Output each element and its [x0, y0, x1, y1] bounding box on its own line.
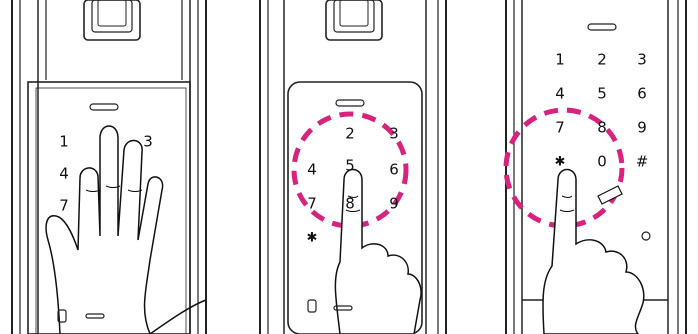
key-7: 7 — [555, 121, 565, 136]
key-6: 6 — [637, 87, 647, 102]
key-7: 7 — [59, 199, 69, 214]
step-1-panel: 1 3 4 7 — [0, 0, 230, 334]
key-hash: # — [636, 155, 649, 170]
step-1-drawing — [0, 0, 230, 334]
battery-icon — [308, 300, 316, 312]
key-6: 6 — [389, 163, 399, 178]
key-8: 8 — [597, 121, 607, 136]
key-9: 9 — [389, 197, 399, 212]
indicator-slot-icon — [588, 24, 616, 30]
key-5: 5 — [345, 159, 355, 174]
key-star: ✱ — [555, 156, 566, 169]
key-1: 1 — [555, 53, 565, 68]
hand-illustration — [46, 126, 206, 334]
step-3-panel: 1 2 3 4 5 6 7 8 9 ✱ 0 # — [492, 0, 698, 334]
key-7: 7 — [307, 197, 317, 212]
key-9: 9 — [637, 121, 647, 136]
key-4: 4 — [555, 87, 565, 102]
key-0: 0 — [597, 155, 607, 170]
step-3-drawing — [492, 0, 698, 334]
indicator-slot-icon — [336, 100, 364, 106]
fingerprint-sensor-icon — [326, 0, 382, 40]
fingerprint-sensor-icon — [84, 0, 140, 40]
key-star: ✱ — [307, 232, 318, 245]
step-2-panel: 2 3 4 5 6 7 8 9 ✱ — [248, 0, 458, 334]
indicator-slot-icon — [90, 104, 118, 110]
hand-illustration — [543, 170, 644, 334]
key-3: 3 — [389, 127, 399, 142]
key-3: 3 — [143, 135, 153, 150]
key-2: 2 — [345, 127, 355, 142]
key-3: 3 — [637, 53, 647, 68]
key-8: 8 — [345, 197, 355, 212]
key-2: 2 — [597, 53, 607, 68]
key-4: 4 — [59, 167, 69, 182]
reset-button-icon — [642, 232, 650, 240]
key-1: 1 — [59, 135, 69, 150]
key-4: 4 — [307, 163, 317, 178]
key-5: 5 — [597, 87, 607, 102]
